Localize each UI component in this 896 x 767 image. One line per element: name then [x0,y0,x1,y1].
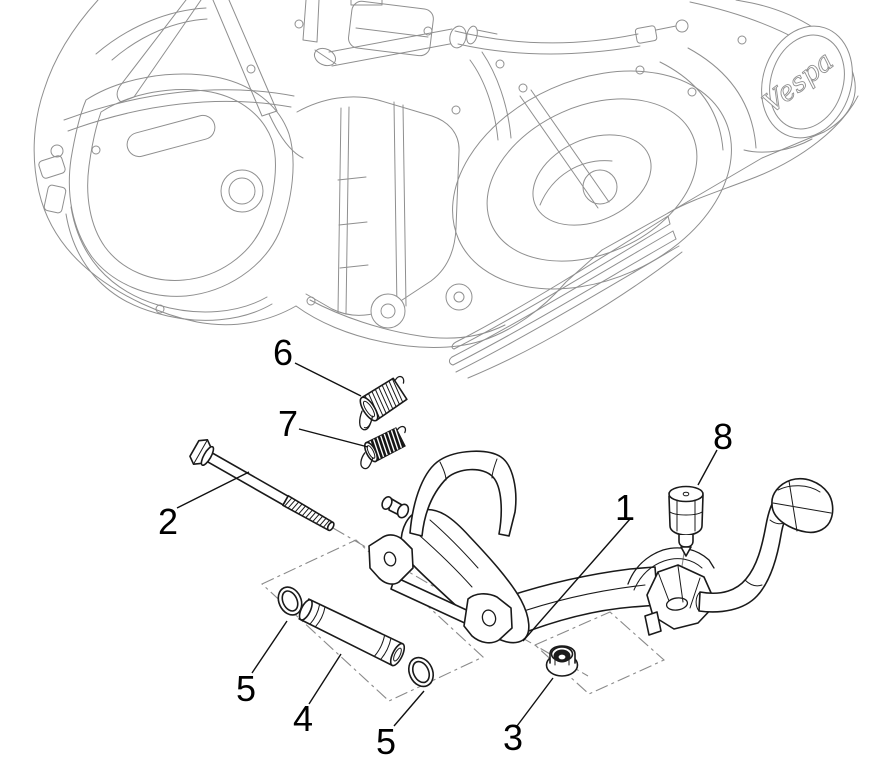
callout-6-label: 6 [273,332,293,373]
part-spring-inner [360,425,407,470]
buffer-axis-line [676,552,685,601]
callout-5-right-label: 5 [376,721,396,762]
callout-1-label: 1 [615,487,635,528]
nut-group-box [534,611,665,695]
leader-lines [176,362,718,727]
part-oring-right [408,656,434,688]
part-hex-bolt [189,439,335,532]
callout-7-label: 7 [278,403,298,444]
callout-labels: 1 2 3 4 5 5 6 7 8 [158,332,733,762]
part-spring-outer [359,375,408,431]
leader-line-1 [522,518,631,642]
leader-line-8 [697,449,718,486]
part-spacer-sleeve [298,598,406,667]
leader-line-7 [298,428,369,448]
leader-line-3 [516,677,554,727]
callout-5-left-label: 5 [236,668,256,709]
leader-line-5-right [393,690,425,727]
part-rubber-buffer [668,485,704,557]
part-center-stand [368,450,834,644]
part-oring-left [277,586,303,616]
spacer-group-box [261,539,484,702]
bolt-threads [284,497,331,529]
callout-3-label: 3 [503,717,523,758]
leader-line-2 [176,471,250,509]
callout-8-label: 8 [713,416,733,457]
part-flange-nut [545,645,579,677]
leader-line-4 [308,653,342,705]
callout-2-label: 2 [158,501,178,542]
leader-line-6 [294,362,362,397]
callout-4-label: 4 [293,698,313,739]
leader-line-5-left [251,620,288,674]
engine-line-art: Vespa [33,0,859,379]
engine-bolt-heads [91,19,747,314]
